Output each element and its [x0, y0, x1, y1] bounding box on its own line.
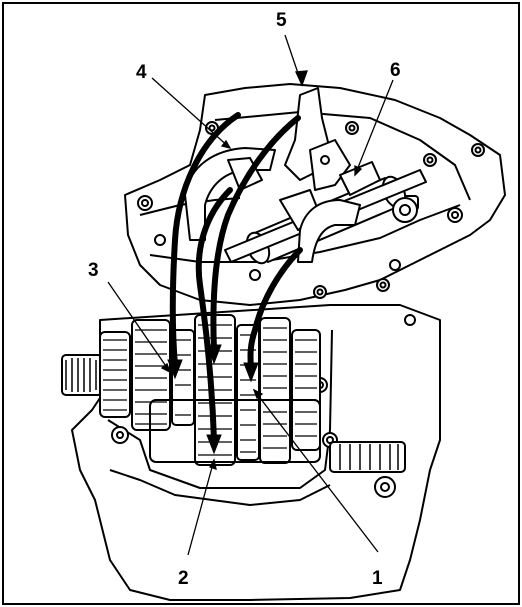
shift-drum-assembly — [184, 87, 427, 265]
callout-3: 3 — [88, 260, 99, 281]
arrow-fork-to-gear1 — [247, 247, 303, 371]
indicator-arrowheads — [167, 344, 259, 455]
leader-3 — [107, 281, 171, 373]
leader-4 — [151, 77, 231, 149]
arrow-fork-to-gear2 — [195, 187, 233, 443]
callout-2: 2 — [178, 568, 189, 589]
shift-fork-4 — [184, 147, 276, 241]
leader-1 — [253, 389, 379, 553]
callout-1: 1 — [372, 568, 383, 589]
countershaft-spline — [329, 441, 406, 473]
callout-6: 6 — [390, 60, 401, 81]
leader-6 — [354, 79, 394, 176]
shift-fork-right — [297, 199, 361, 263]
indicator-arrows — [169, 112, 303, 443]
arrow-fork5-to-gear2 — [210, 115, 301, 353]
leader-lines — [107, 34, 394, 556]
shift-fork-6 — [339, 161, 381, 196]
leader-2 — [187, 459, 215, 556]
callout-5: 5 — [276, 10, 287, 31]
callout-4: 4 — [136, 62, 147, 83]
arrow-fork4-to-gear3 — [169, 112, 241, 368]
